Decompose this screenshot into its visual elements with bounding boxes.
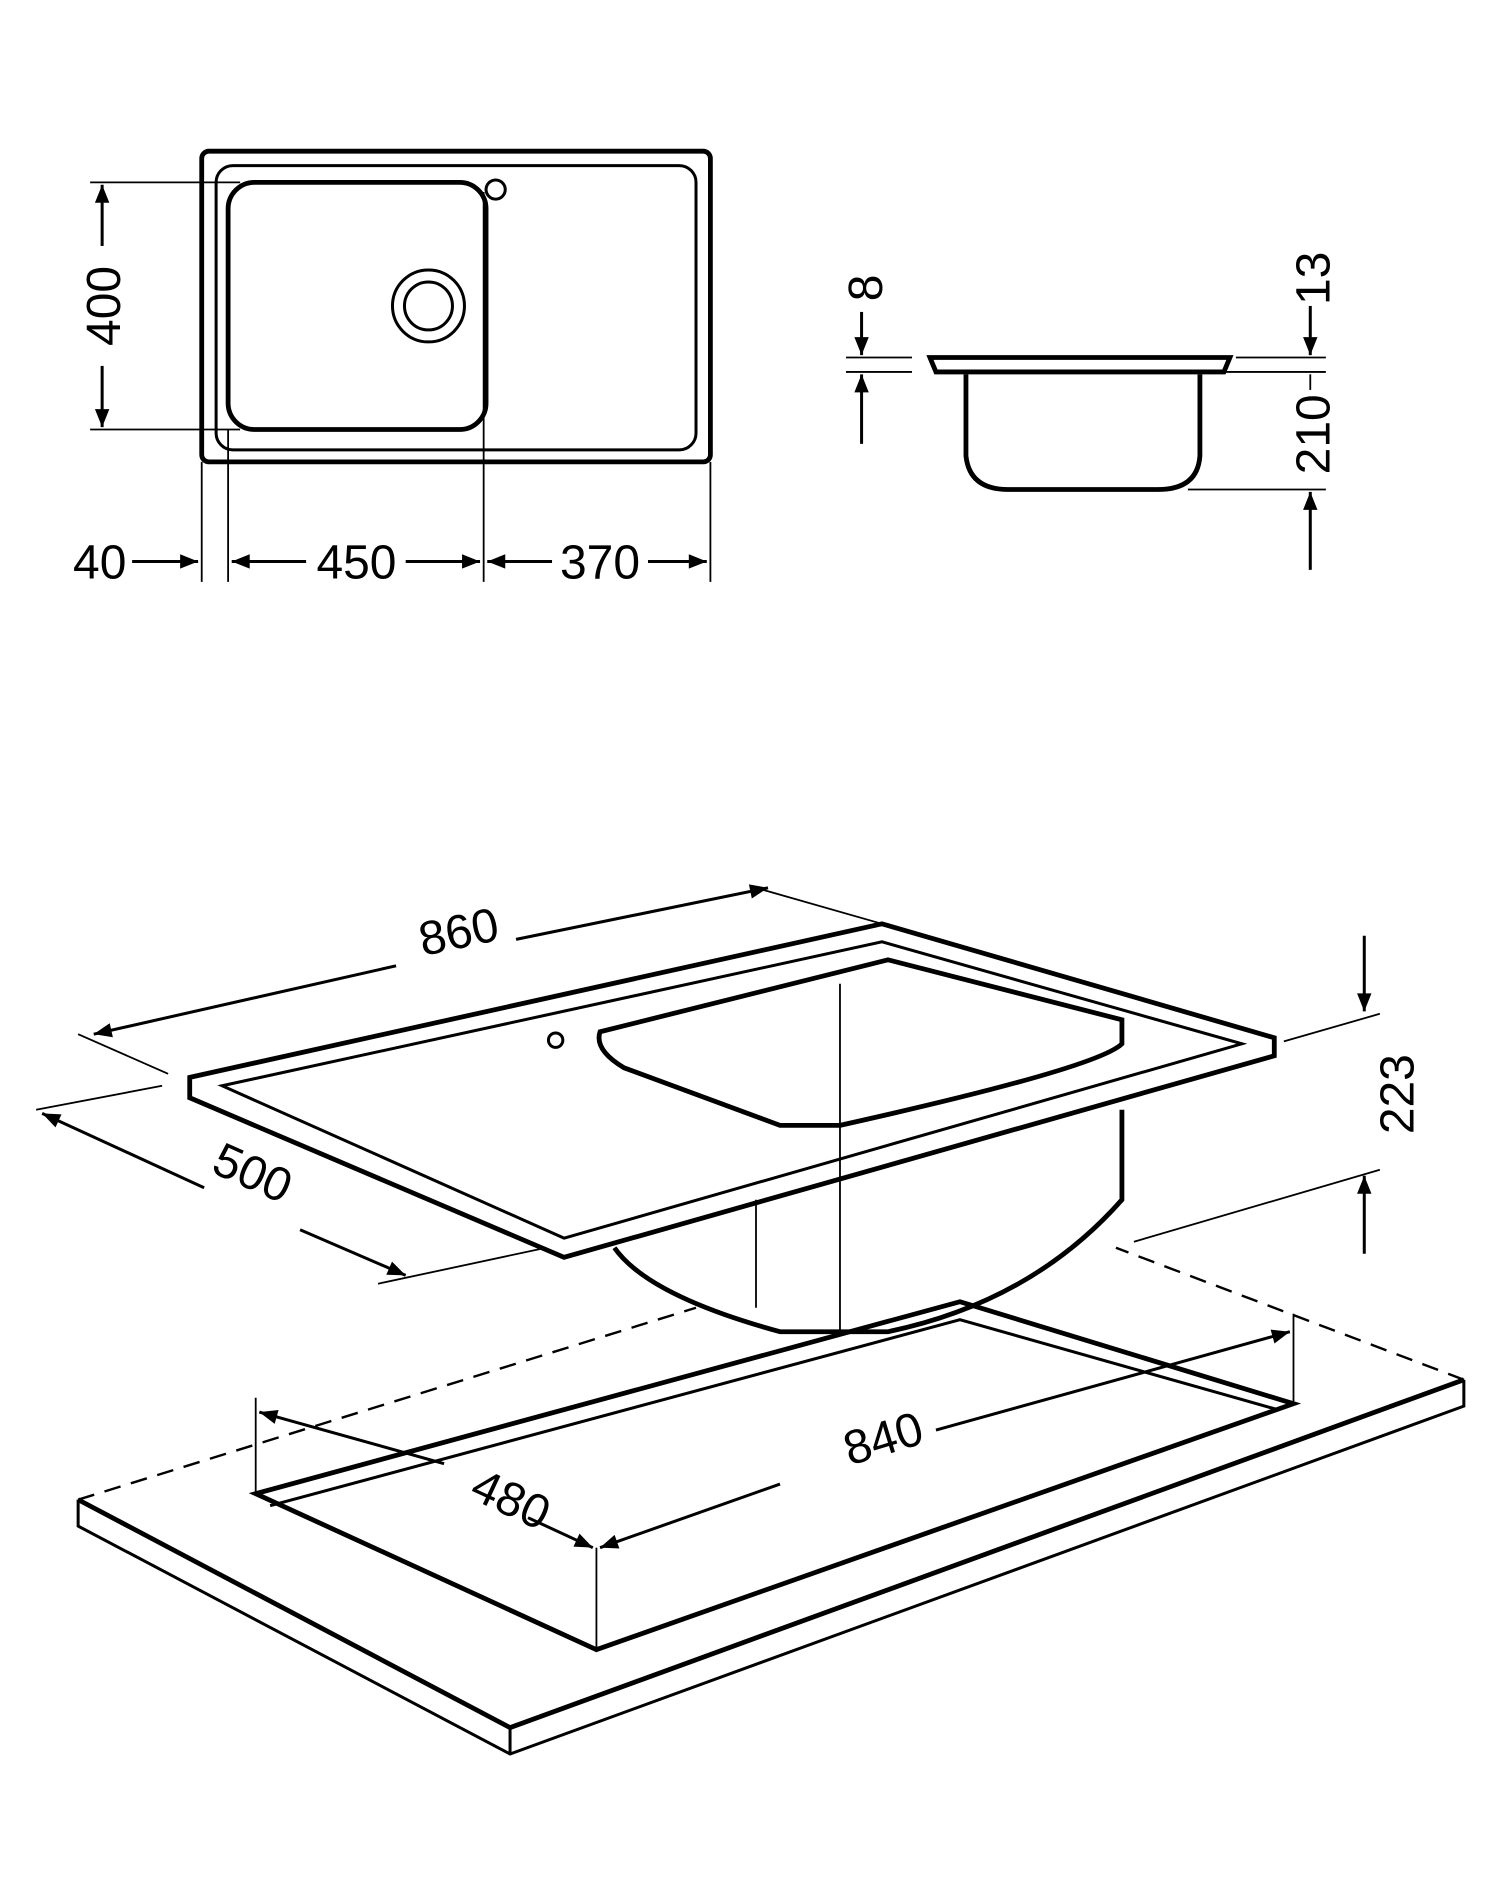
dim-rim-13: 13 [1287,252,1340,305]
dim-cutout-840: 840 [837,1402,929,1476]
dim-bowl-450: 450 [316,536,396,589]
tap-hole-icon [484,178,507,201]
dim-height-400: 400 [78,266,131,346]
bowl-outline [225,179,489,432]
dim-overall-500: 500 [205,1133,300,1214]
top-view: 400 40 450 370 [73,148,713,589]
iso-bowl-opening [596,957,1125,1128]
dim-overall-860: 860 [414,898,503,966]
side-view: 8 13 210 [840,252,1340,570]
cutout-outline [248,1299,1302,1653]
dim-rim-8: 8 [840,275,893,302]
dim-depth-223: 223 [1371,1054,1424,1134]
drain-inner-icon [402,280,454,332]
dim-drainer-370: 370 [560,536,640,589]
drain-outer-icon [390,268,466,344]
sink-inner-rim [214,164,698,452]
iso-tap-hole-icon [546,1031,565,1049]
dim-offset-40: 40 [73,536,126,589]
bowl-profile [963,374,1203,492]
rim-profile [926,355,1234,375]
sink-outline [199,148,713,465]
dim-cutout-480: 480 [463,1459,558,1541]
countertop-edge [77,1377,1465,1731]
isometric-view: 840 480 860 500 223 [35,884,1466,1756]
dim-depth-210: 210 [1287,394,1340,474]
bowl-body [612,1109,1125,1335]
